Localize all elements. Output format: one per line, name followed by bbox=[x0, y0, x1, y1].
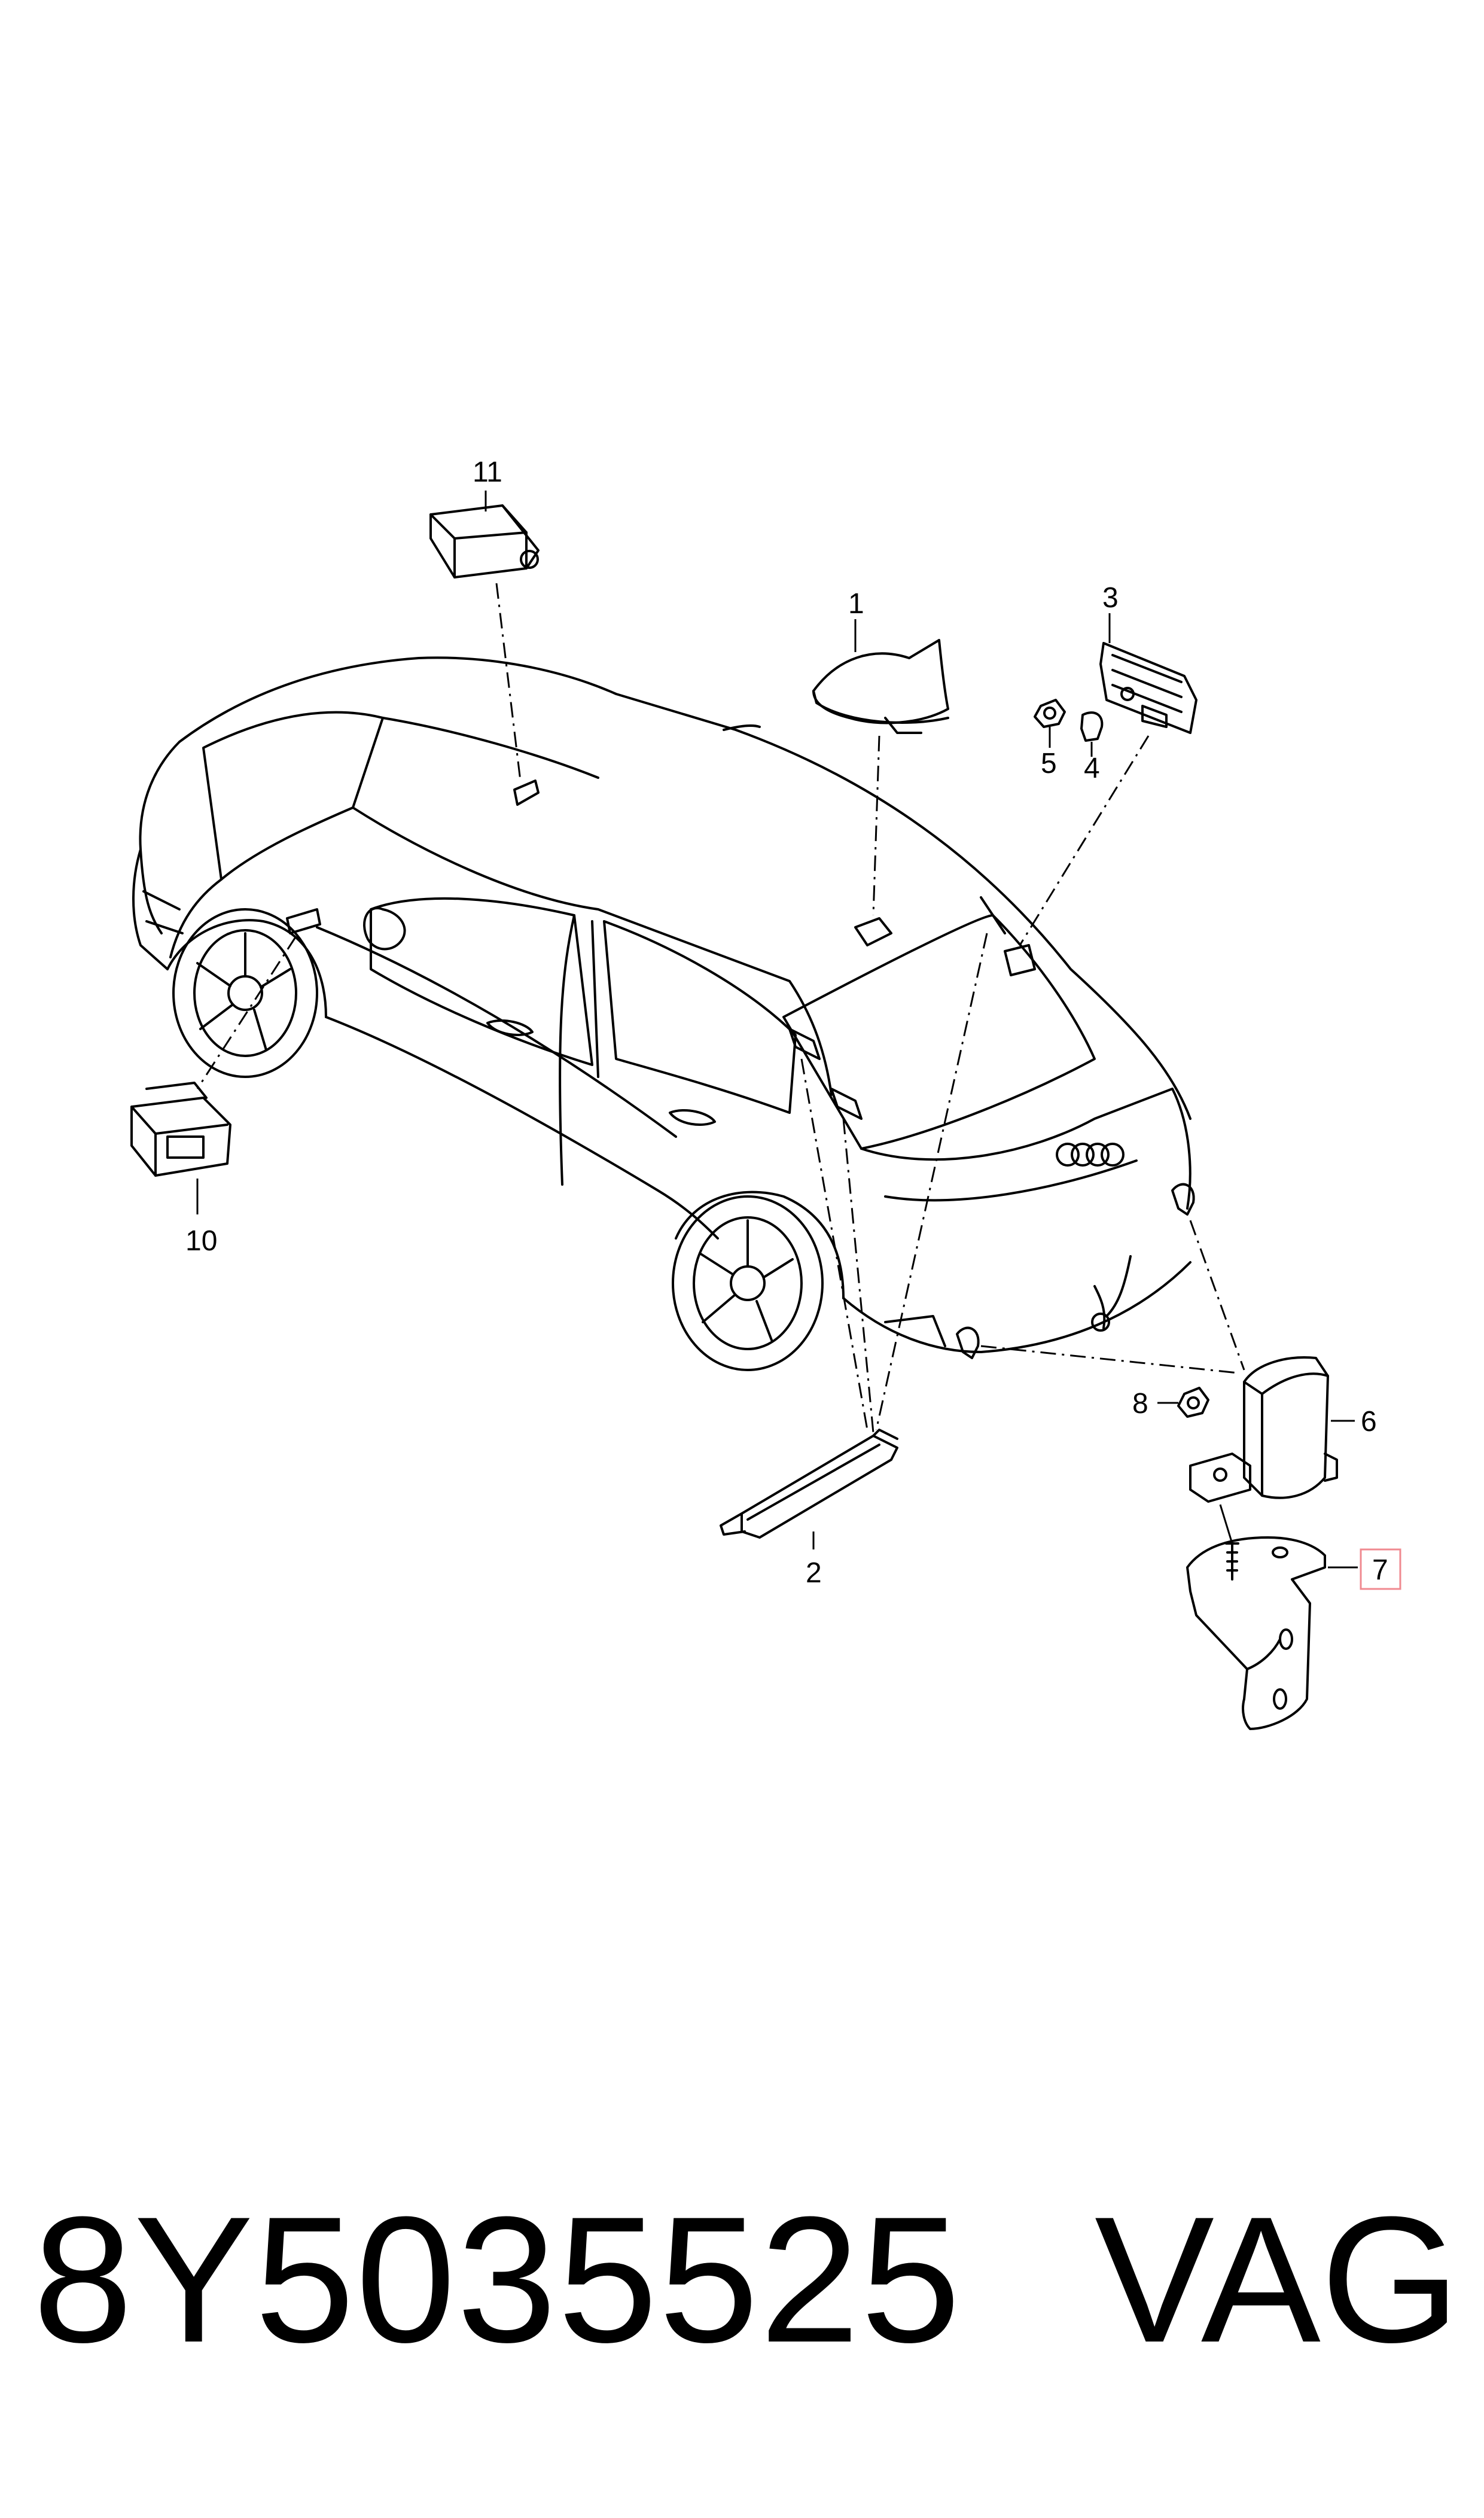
callout-8: 8 bbox=[1132, 1388, 1148, 1420]
nut-5 bbox=[1034, 699, 1066, 728]
radar-sensor-6 bbox=[1243, 1356, 1338, 1499]
callout-3: 3 bbox=[1102, 582, 1119, 614]
bar-2-mount-marker-b bbox=[830, 1088, 863, 1120]
clip-4 bbox=[1080, 711, 1104, 742]
brand-label: VAG bbox=[1095, 2179, 1461, 2380]
callout-10: 10 bbox=[185, 1225, 217, 1257]
module-3-mount-marker bbox=[1004, 944, 1036, 976]
callout-7: 7 bbox=[1372, 1554, 1388, 1586]
rear-sensor-marker-right bbox=[1171, 1183, 1195, 1216]
module-10-mount-marker bbox=[286, 908, 321, 934]
car-body-illustration bbox=[132, 656, 1192, 1371]
callout-leaders bbox=[196, 491, 1358, 1569]
module-11-mount-marker bbox=[513, 780, 540, 806]
callout-7-highlight-box bbox=[1360, 1548, 1401, 1590]
module-11 bbox=[429, 504, 540, 578]
leader-lines bbox=[196, 583, 1245, 1433]
rear-sensor-marker-left bbox=[956, 1326, 980, 1359]
shark-fin-antenna bbox=[812, 639, 949, 734]
antenna-mount-marker bbox=[854, 917, 892, 946]
antenna-bar-2 bbox=[720, 1429, 898, 1539]
nut-8 bbox=[1177, 1387, 1209, 1418]
callout-2: 2 bbox=[806, 1557, 822, 1589]
callout-6: 6 bbox=[1361, 1406, 1377, 1438]
part-number: 8Y5035525 bbox=[33, 2179, 962, 2380]
callout-5: 5 bbox=[1041, 748, 1057, 780]
callout-4: 4 bbox=[1084, 753, 1100, 784]
bar-2-mount-marker-a bbox=[788, 1028, 821, 1060]
sensor-mount-plate bbox=[1189, 1453, 1251, 1503]
control-module-3 bbox=[1099, 642, 1197, 734]
bracket-7 bbox=[1186, 1536, 1326, 1730]
callout-1: 1 bbox=[848, 588, 864, 620]
module-10 bbox=[130, 1082, 231, 1177]
callout-11: 11 bbox=[473, 456, 502, 488]
